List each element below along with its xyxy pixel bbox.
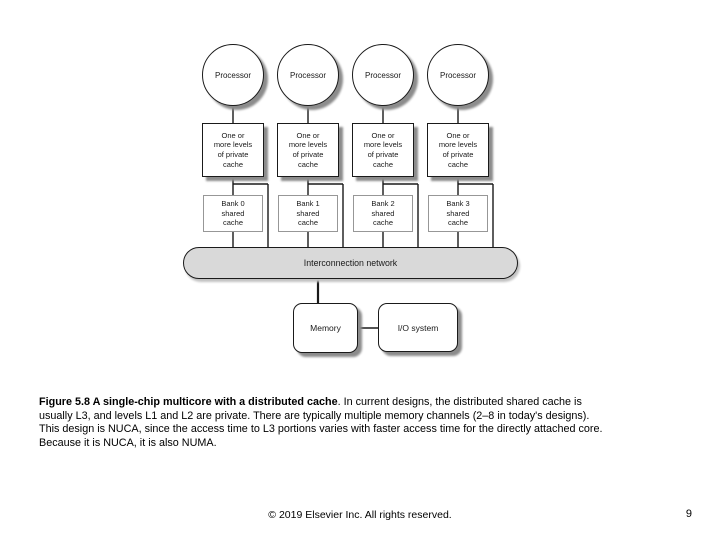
interconnection-network-box: Interconnection network [183,247,518,279]
memory-label: Memory [310,323,341,333]
shared-cache-bank-box: Bank 2 shared cache [353,195,413,232]
shared-cache-bank-box: Bank 3 shared cache [428,195,488,232]
io-system-box: I/O system [378,303,458,352]
interconnection-network-label: Interconnection network [303,258,398,268]
processor-circle: Processor [277,44,339,106]
core-column-4: Processor One or more levels of private … [427,44,489,244]
multicore-architecture-diagram: Processor One or more levels of private … [183,44,518,353]
core-column-3: Processor One or more levels of private … [352,44,414,244]
processor-label: Processor [214,70,251,80]
processor-circle: Processor [202,44,264,106]
private-cache-box: One or more levels of private cache [427,123,489,177]
processor-circle: Processor [352,44,414,106]
private-cache-box: One or more levels of private cache [352,123,414,177]
processor-label: Processor [364,70,401,80]
shared-cache-bank-box: Bank 0 shared cache [203,195,263,232]
private-cache-box: One or more levels of private cache [277,123,339,177]
caption-line-3: This design is NUCA, since the access ti… [39,423,603,435]
core-column-1: Processor One or more levels of private … [202,44,264,244]
caption-line-4: Because it is NUCA, it is also NUMA. [39,436,217,449]
page-number: 9 [685,508,692,520]
caption-bold-title: Figure 5.8 A single-chip multicore with … [39,396,338,408]
private-cache-box: One or more levels of private cache [202,123,264,177]
shared-cache-bank-box: Bank 1 shared cache [278,195,338,232]
copyright-text: © 2019 Elsevier Inc. All rights reserved… [268,509,452,521]
processor-circle: Processor [427,44,489,106]
io-system-label: I/O system [397,322,439,333]
caption-line-1-rest: . In current designs, the distributed sh… [337,396,582,408]
caption-line-1: Figure 5.8 A single-chip multicore with … [39,396,699,410]
caption-line-2: usually L3, and levels L1 and L2 are pri… [39,409,590,422]
core-column-2: Processor One or more levels of private … [277,44,339,244]
processor-label: Processor [439,70,476,80]
memory-box: Memory [293,303,358,353]
figure-caption: Figure 5.8 A single-chip multicore with … [39,396,699,450]
processor-label: Processor [289,70,326,80]
